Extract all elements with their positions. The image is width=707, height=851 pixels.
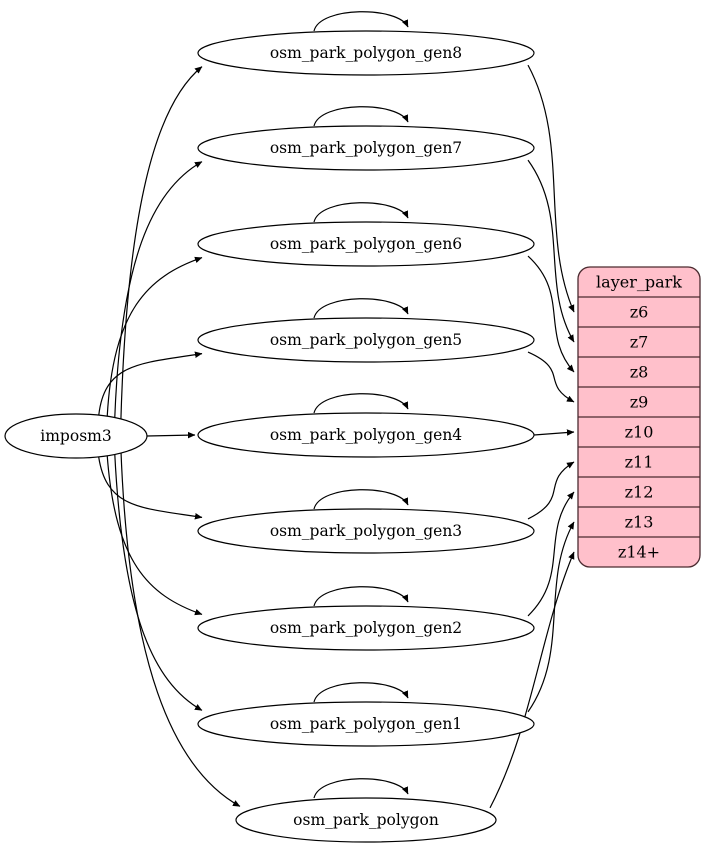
edge-gen1-to-z13 [527,521,575,713]
node-imposm3-label: imposm3 [40,427,111,445]
table-row-z7[interactable]: z7 [630,333,649,352]
layer-park-header: layer_park [596,273,682,292]
node-imposm3[interactable] [4,413,148,459]
table-row-z14+[interactable]: z14+ [618,543,660,562]
table-row-z10[interactable]: z10 [625,423,654,442]
source-node-imposm3[interactable]: imposm3 [4,413,148,459]
node-gen5-label: osm_park_polygon_gen5 [270,331,462,349]
self-loop-gen8 [313,11,409,32]
table-row-z13[interactable]: z13 [625,513,654,532]
edge-imposm3-to-gen7 [114,161,203,420]
polygon-nodes: osm_park_polygon_gen8 osm_park_polygon_ge… [197,30,535,843]
node-gen1-label: osm_park_polygon_gen1 [270,715,462,733]
edge-gen2-to-z12 [527,491,575,617]
self-loop-gen5 [313,298,409,319]
self-loop-gen7 [313,106,409,127]
node-gen4-label: osm_park_polygon_gen4 [270,426,462,444]
edge-imposm3-to-gen4 [146,431,196,439]
edge-gen3-to-z11 [527,461,575,520]
node-gen4[interactable] [197,412,535,458]
node-gen8[interactable] [197,30,535,76]
edges-from-imposm3 [98,66,241,807]
node-base-label: osm_park_polygon [293,811,439,829]
self-loop-gen2 [313,586,409,607]
table-row-z12[interactable]: z12 [625,483,654,502]
edge-gen5-to-z9 [527,351,575,403]
node-base[interactable] [235,797,497,843]
edge-imposm3-to-gen2 [106,455,203,616]
edge-gen8-to-z6 [527,64,575,313]
node-gen1[interactable] [197,701,535,747]
edge-imposm3-to-gen5 [98,351,203,416]
node-gen2[interactable] [197,605,535,651]
self-loop-gen4 [313,393,409,414]
self-loop-edges [313,11,409,799]
edge-gen7-to-z7 [527,159,575,343]
node-gen7-label: osm_park_polygon_gen7 [270,139,462,157]
edge-gen4-to-z10 [533,429,575,436]
layer-park-table: layer_park z6 z7 z8 z9 z10 z11 z12 z13 z14+ [577,266,701,568]
self-loop-gen6 [313,202,409,223]
node-gen7[interactable] [197,125,535,171]
node-gen8-label: osm_park_polygon_gen8 [270,44,462,62]
node-gen3-label: osm_park_polygon_gen3 [270,522,462,540]
edges-to-layer-park [489,64,575,809]
edge-imposm3-to-gen3 [98,456,203,520]
node-gen6-label: osm_park_polygon_gen6 [270,235,462,253]
self-loop-gen1 [313,682,409,703]
table-row-z9[interactable]: z9 [630,393,649,412]
edge-imposm3-to-gen8 [120,66,203,423]
table-row-z11[interactable]: z11 [625,453,654,472]
self-loop-base [313,778,409,799]
self-loop-gen3 [313,489,409,510]
table-row-z8[interactable]: z8 [630,363,649,382]
table-row-z6[interactable]: z6 [630,303,649,322]
edge-base-to-z14+ [489,551,575,809]
edge-imposm3-to-base [120,449,241,807]
edge-gen6-to-z8 [527,255,575,373]
edge-imposm3-to-gen6 [106,256,203,417]
node-gen5[interactable] [197,317,535,363]
node-gen6[interactable] [197,221,535,267]
edge-imposm3-to-gen1 [114,452,203,711]
node-gen3[interactable] [197,508,535,554]
node-gen2-label: osm_park_polygon_gen2 [270,619,462,637]
